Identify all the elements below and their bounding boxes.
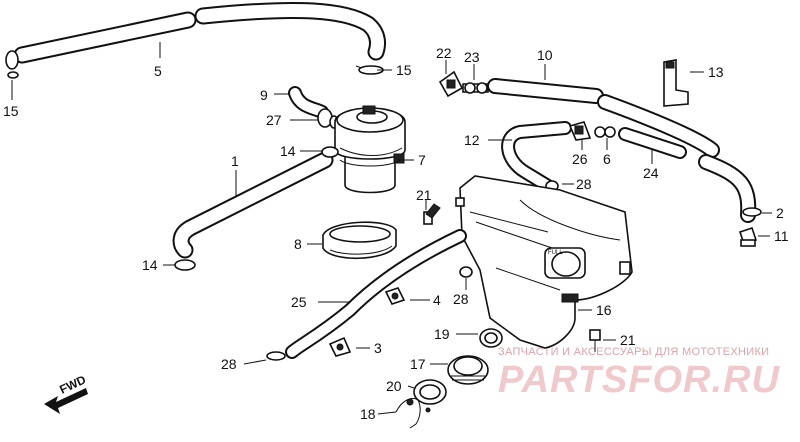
strap-18 <box>395 398 431 429</box>
label-2: 2 <box>776 205 784 221</box>
label-22: 22 <box>436 45 452 61</box>
label-16: 16 <box>596 302 612 318</box>
hose-5 <box>13 1 386 64</box>
label-15-left: 15 <box>3 103 19 119</box>
label-24: 24 <box>643 165 659 181</box>
label-11: 11 <box>774 228 789 244</box>
clamp-14-lower <box>174 259 196 271</box>
tank-mark: FULL <box>548 250 563 256</box>
hose-1 <box>172 151 334 259</box>
label-20: 20 <box>386 378 402 394</box>
label-23: 23 <box>464 49 480 65</box>
hose-9 <box>288 86 329 119</box>
clip-3 <box>328 336 352 357</box>
clamp-2 <box>742 207 762 217</box>
ring-19 <box>479 328 503 348</box>
band-8 <box>322 221 397 260</box>
watermark: ЗАПЧАСТИ И АКСЕССУАРЫ ДЛЯ МОТОТЕХНИКИ PA… <box>498 346 780 401</box>
hose-12 <box>501 121 572 193</box>
canister <box>334 105 406 194</box>
hose-10 <box>487 78 604 104</box>
label-7: 7 <box>418 152 426 168</box>
hose-25 <box>285 229 467 359</box>
connector-26 <box>568 121 592 141</box>
gasket-20 <box>413 379 447 405</box>
label-17: 17 <box>410 356 426 372</box>
connector-23 <box>462 82 489 94</box>
hose-24-right <box>597 94 757 223</box>
label-5: 5 <box>154 63 162 79</box>
label-14-lower: 14 <box>142 257 158 273</box>
label-4: 4 <box>433 292 441 308</box>
clip-4 <box>384 287 406 305</box>
watermark-brand: PARTSFOR.RU <box>498 359 780 401</box>
watermark-banner: ЗАПЧАСТИ И АКСЕССУАРЫ ДЛЯ МОТОТЕХНИКИ <box>498 346 769 358</box>
label-21-lower: 21 <box>620 332 636 348</box>
hose-24-small <box>618 127 687 159</box>
label-14-upper: 14 <box>280 143 296 159</box>
label-21-upper: 21 <box>416 187 432 203</box>
label-28-lower: 28 <box>221 356 237 372</box>
bolt-21-upper <box>423 203 441 225</box>
label-15-right: 15 <box>396 62 412 78</box>
leader-lines <box>11 42 772 415</box>
label-12: 12 <box>464 132 480 148</box>
label-26: 26 <box>572 151 588 167</box>
connector-22 <box>438 70 464 98</box>
cap-17 <box>447 355 489 385</box>
label-10: 10 <box>537 47 553 63</box>
connector-6 <box>594 126 616 138</box>
tank-16: FULL <box>455 175 633 349</box>
label-19: 19 <box>434 326 450 342</box>
clamp-28-middle <box>459 266 473 278</box>
label-28-middle: 28 <box>453 291 469 307</box>
label-27: 27 <box>266 112 282 128</box>
fitting-11 <box>738 226 758 247</box>
clamp-14-upper <box>321 146 339 158</box>
label-8: 8 <box>294 236 302 252</box>
clamp-28-lower <box>266 351 286 361</box>
label-9: 9 <box>260 87 268 103</box>
label-6: 6 <box>603 151 611 167</box>
label-1: 1 <box>231 153 239 169</box>
clamp-15-left <box>5 50 19 79</box>
fwd-arrow: FWD <box>44 372 88 414</box>
label-25: 25 <box>291 294 307 310</box>
part-labels: 5 15 15 9 27 14 1 8 14 22 23 10 13 12 26… <box>3 45 789 422</box>
label-18: 18 <box>360 406 376 422</box>
label-13: 13 <box>708 64 724 80</box>
label-28-upper: 28 <box>576 176 592 192</box>
label-3: 3 <box>374 340 382 356</box>
fitting-13 <box>663 59 689 107</box>
bolt-21-lower <box>589 329 601 352</box>
